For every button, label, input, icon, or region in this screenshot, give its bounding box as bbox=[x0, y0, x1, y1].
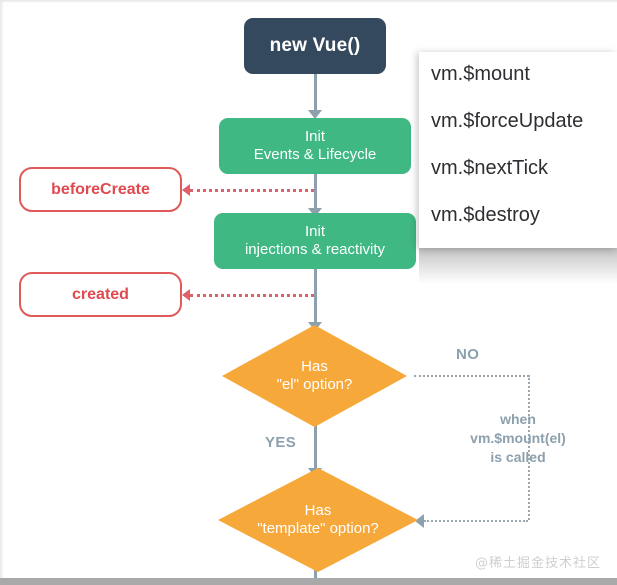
connector-hook-created bbox=[190, 294, 314, 297]
connector-decision-template-down bbox=[314, 564, 317, 580]
note-mount-called: when vm.$mount(el) is called bbox=[438, 410, 598, 467]
api-panel-shadow bbox=[419, 248, 617, 284]
node-hook-created-label: created bbox=[72, 285, 129, 303]
connector-init-events-to-init-injections bbox=[314, 173, 317, 215]
node-decision-el-line2: "el" option? bbox=[276, 376, 353, 393]
watermark: @稀土掘金技术社区 bbox=[474, 556, 601, 571]
node-init-injections-reactivity[interactable]: Init injections & reactivity bbox=[214, 213, 416, 269]
connector-decision-el-yes-to-decision-template bbox=[314, 413, 317, 475]
arrowhead-hook-beforecreate bbox=[182, 184, 190, 196]
node-decision-template-line1: Has bbox=[304, 501, 332, 519]
node-init-events-lifecycle[interactable]: Init Events & Lifecycle bbox=[219, 118, 411, 174]
connector-no-branch-return bbox=[424, 520, 528, 522]
node-new-vue-label: new Vue() bbox=[269, 35, 361, 57]
connector-hook-beforecreate bbox=[190, 189, 314, 192]
connector-no-branch-vertical bbox=[528, 375, 530, 520]
arrowhead-init-injections bbox=[308, 208, 322, 217]
note-mount-line3: is called bbox=[490, 448, 546, 465]
page-edge-top bbox=[0, 0, 617, 3]
connector-no-branch-horizontal bbox=[414, 375, 529, 377]
arrowhead-hook-created bbox=[182, 289, 190, 301]
node-decision-has-el-option[interactable]: Has "el" option? bbox=[222, 325, 407, 427]
node-decision-el-line1: Has bbox=[301, 357, 328, 375]
node-init-injections-line1: Init bbox=[304, 222, 325, 240]
node-hook-before-create-label: beforeCreate bbox=[51, 180, 150, 198]
api-methods-panel: vm.$mount vm.$forceUpdate vm.$nextTick v… bbox=[419, 52, 617, 248]
node-init-injections-line2: injections & reactivity bbox=[244, 241, 386, 258]
label-branch-no: NO bbox=[456, 346, 480, 363]
node-init-events-line1: Init bbox=[304, 127, 325, 145]
note-mount-line2: vm.$mount(el) bbox=[470, 429, 566, 446]
connector-newvue-to-init-events bbox=[314, 72, 317, 112]
page-edge-bottom bbox=[0, 578, 617, 585]
arrowhead-no-branch-to-template bbox=[415, 514, 424, 528]
arrowhead-init-events bbox=[308, 110, 322, 119]
api-method-item[interactable]: vm.$forceUpdate bbox=[431, 110, 584, 132]
api-method-item[interactable]: vm.$nextTick bbox=[431, 157, 549, 179]
node-init-events-line2: Events & Lifecycle bbox=[253, 146, 377, 163]
node-hook-created[interactable]: created bbox=[19, 272, 182, 317]
note-mount-line1: when bbox=[500, 411, 536, 427]
node-new-vue[interactable]: new Vue() bbox=[244, 18, 386, 74]
node-decision-has-template-option[interactable]: Has "template" option? bbox=[218, 468, 418, 572]
label-branch-yes: YES bbox=[265, 434, 297, 451]
api-method-item[interactable]: vm.$destroy bbox=[431, 204, 540, 226]
api-method-item[interactable]: vm.$mount bbox=[431, 63, 530, 85]
page-edge-left bbox=[0, 0, 4, 585]
node-hook-before-create[interactable]: beforeCreate bbox=[19, 167, 182, 212]
node-decision-template-line2: "template" option? bbox=[257, 520, 379, 537]
connector-init-injections-to-decision-el bbox=[314, 268, 317, 328]
